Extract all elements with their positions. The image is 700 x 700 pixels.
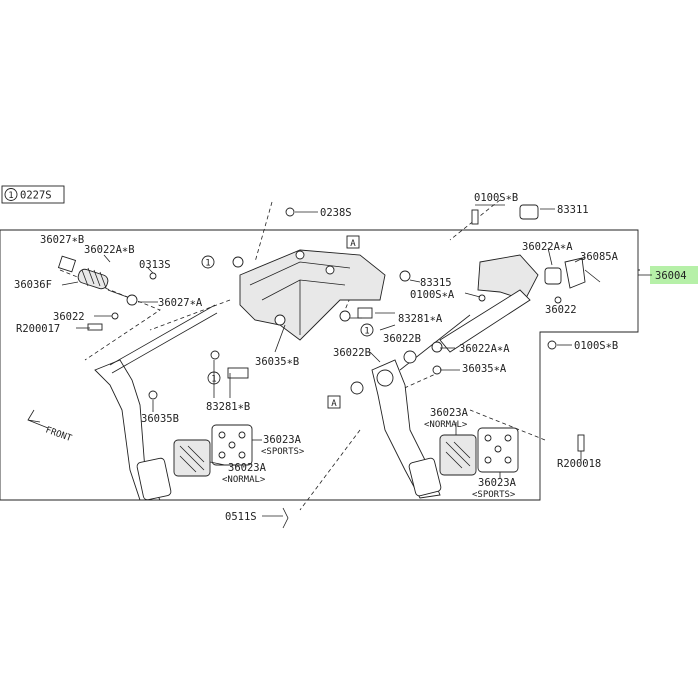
label-36023A-r2: 36023A <box>478 477 517 489</box>
pedal-pad-normal-left <box>173 439 211 477</box>
clutch-pedal-left <box>94 304 218 501</box>
small-parts <box>87 207 585 529</box>
label-36023A-l2: 36023A <box>228 462 267 474</box>
svg-text:1: 1 <box>211 375 216 385</box>
label-0313S: 0313S <box>139 259 171 271</box>
svg-text:1: 1 <box>205 259 210 269</box>
label-36023A-r2-sub: <SPORTS> <box>472 490 516 500</box>
label-0100SB-right: 0100S∗B <box>574 340 618 352</box>
label-36035B-left: 36035B <box>141 413 179 425</box>
callout-labels: 0238S 0100S∗B 83311 36027∗B 36022A∗B 031… <box>14 192 619 523</box>
label-36085A: 36085A <box>580 251 619 263</box>
label-83281A: 83281∗A <box>398 313 443 325</box>
label-36022-left: 36022 <box>53 311 85 323</box>
pedal-linkage-right <box>439 204 601 353</box>
label-83281B: 83281∗B <box>206 401 250 413</box>
assembly-frame <box>0 229 640 271</box>
label-36023A-r1: 36023A <box>430 407 469 419</box>
label-36004: 36004 <box>655 270 687 282</box>
label-83311: 83311 <box>557 204 589 216</box>
pedal-pad-sports-right <box>477 427 519 473</box>
label-36023A-r1-sub: <NORMAL> <box>424 420 468 430</box>
assembly-frame-right <box>0 230 639 501</box>
label-83315: 83315 <box>420 277 452 289</box>
label-36022AA-mid: 36022A∗A <box>459 343 510 355</box>
label-36022AB: 36022A∗B <box>84 244 135 256</box>
leader-lines <box>61 204 586 517</box>
note-code: 0227S <box>20 190 52 202</box>
note-ref-number: 1 <box>8 191 13 201</box>
pedal-bracket <box>239 249 386 341</box>
ref-markers: 1 1 1 <box>201 255 374 385</box>
pedal-pad-normal-right <box>439 434 477 476</box>
marker-a-top: A <box>346 235 360 249</box>
label-0100SA: 0100S∗A <box>410 289 455 301</box>
label-36022B-a: 36022B <box>383 333 421 345</box>
pedal-pad-sports-left <box>211 424 253 466</box>
callout-36004-highlight[interactable]: 36004 <box>638 266 698 284</box>
clutch-cylinder <box>57 255 138 306</box>
label-0511S: 0511S <box>225 511 257 523</box>
label-0238S: 0238S <box>320 207 352 219</box>
front-label: FRONT <box>44 425 73 444</box>
label-0100SB-top: 0100S∗B <box>474 192 518 204</box>
label-36022AA-top: 36022A∗A <box>522 241 573 253</box>
label-36027B: 36027∗B <box>40 234 84 246</box>
svg-text:A: A <box>350 239 356 249</box>
svg-text:1: 1 <box>364 327 369 337</box>
front-arrow-icon: FRONT <box>27 409 73 444</box>
label-R200017: R200017 <box>16 323 60 335</box>
label-36022-right: 36022 <box>545 304 577 316</box>
svg-text:A: A <box>331 399 337 409</box>
marker-a-bottom: A <box>327 395 341 409</box>
label-36036F: 36036F <box>14 279 52 291</box>
label-R200018: R200018 <box>557 458 601 470</box>
label-36035A: 36035∗A <box>462 363 507 375</box>
label-36023A-l2-sub: <NORMAL> <box>222 475 266 485</box>
label-36027A: 36027∗A <box>158 297 203 309</box>
label-36023A-l1-sub: <SPORTS> <box>261 447 305 457</box>
label-36023A-l1: 36023A <box>263 434 302 446</box>
label-36022B-b: 36022B <box>333 347 371 359</box>
reference-note: 1 0227S <box>1 185 65 204</box>
label-36035B-mid: 36035∗B <box>255 356 299 368</box>
